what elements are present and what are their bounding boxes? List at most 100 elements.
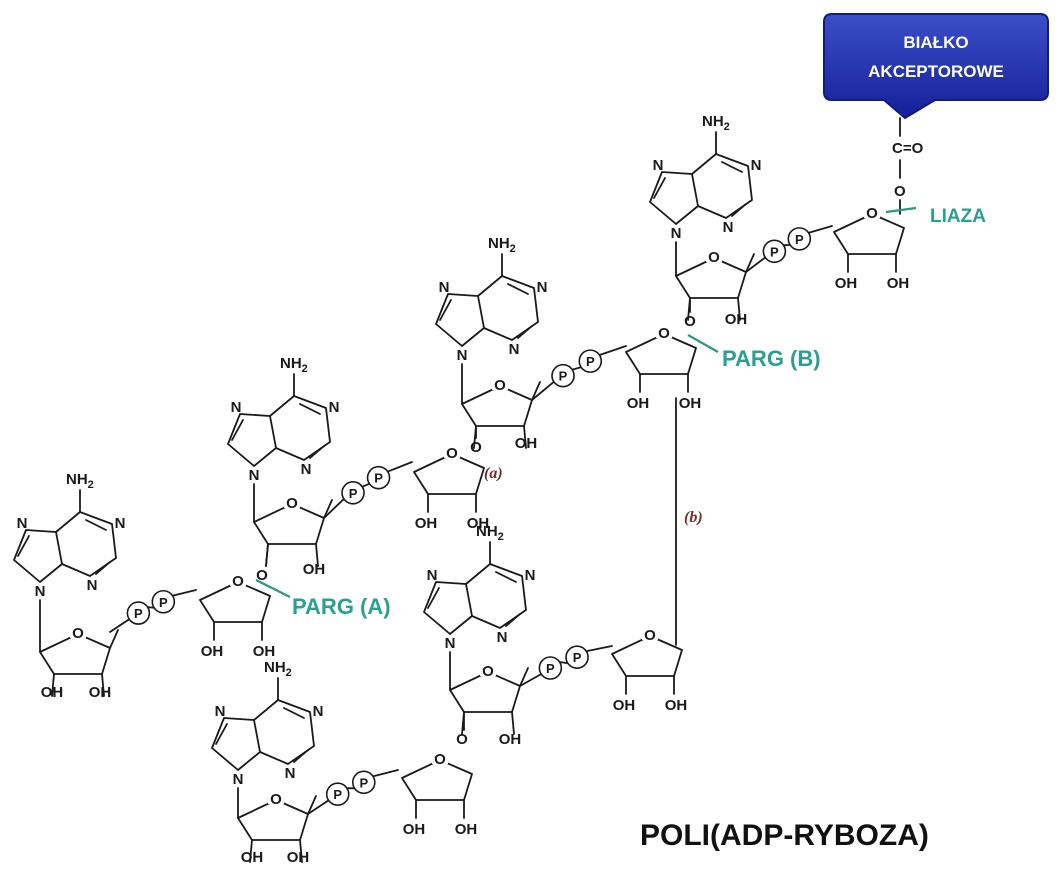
bond: [315, 543, 319, 567]
bond: [519, 673, 543, 687]
ring-oxygen-bg: [268, 790, 284, 804]
n9-atom: N: [457, 347, 468, 364]
phosphate-circle: [762, 239, 787, 264]
n9-atom: N: [671, 225, 682, 242]
phosphate-circle: [341, 480, 365, 505]
bond: [265, 543, 269, 567]
bond: [571, 366, 583, 371]
n9-atom: N: [445, 635, 456, 652]
bond: [283, 707, 305, 719]
phosphate-label: P: [333, 787, 342, 802]
hydroxyl: OH: [515, 435, 538, 452]
bond: [361, 482, 371, 488]
ring-oxygen-bg: [492, 376, 508, 390]
hydroxyl: OH: [499, 731, 522, 748]
n7-atom: N: [231, 399, 242, 416]
amine-group: NH2: [66, 471, 94, 491]
bond: [423, 581, 473, 635]
bond: [558, 661, 569, 665]
ring-oxygen: O: [286, 495, 298, 512]
phosphate-circle: [351, 770, 376, 795]
bond: [231, 419, 244, 441]
hydroxyl-3: OH: [455, 821, 478, 838]
ring-oxygen-bg: [444, 444, 460, 458]
bond: [731, 203, 747, 217]
phosphate-label: P: [795, 232, 804, 247]
ring-oxygen-bg: [642, 626, 658, 640]
carboxyl-linkage: C=O O: [892, 117, 924, 215]
n3-atom: N: [723, 219, 734, 236]
amine-subscript: 2: [498, 531, 504, 543]
bond: [807, 225, 833, 234]
bond: [386, 461, 413, 473]
bond: [269, 395, 331, 461]
n9-atom: N: [249, 467, 260, 484]
hydroxyl-3: OH: [665, 697, 688, 714]
phosphate-label: P: [349, 486, 358, 501]
ring-oxygen-bg: [656, 324, 672, 338]
glycosidic-oxygen: O: [456, 731, 468, 748]
phosphate-label: P: [546, 661, 555, 676]
bond: [653, 177, 666, 199]
ring-oxygen-bg: [284, 494, 300, 508]
badge-shape: [823, 13, 1049, 120]
hydroxyl: OH: [303, 561, 326, 578]
phosphate-label: P: [559, 369, 568, 384]
phosphate-circle: [366, 465, 391, 490]
glycosidic-oxygen: O: [256, 567, 268, 584]
bond: [477, 275, 539, 341]
bond: [249, 839, 253, 863]
liaza-label: LIAZA: [930, 206, 986, 227]
phosphate-label: P: [770, 244, 779, 259]
bond: [435, 293, 485, 347]
bond: [101, 673, 105, 697]
amine-subscript: 2: [724, 121, 730, 133]
bond: [523, 425, 527, 449]
bond: [519, 667, 529, 687]
hydroxyl-2: OH: [627, 395, 650, 412]
bond: [439, 299, 452, 321]
amine-group: NH2: [280, 355, 308, 375]
ring-oxygen: O: [708, 249, 720, 266]
bond: [253, 699, 315, 765]
glycosidic-oxygen: O: [470, 439, 482, 456]
amine-group: NH2: [264, 659, 292, 679]
hydroxyl: OH: [241, 849, 264, 866]
bond: [465, 563, 527, 629]
n3-atom: N: [301, 461, 312, 478]
bond: [531, 380, 555, 401]
n3-atom: N: [87, 577, 98, 594]
ester-oxygen: O: [894, 183, 906, 200]
bond: [171, 589, 197, 597]
bond: [85, 519, 107, 531]
bond: [55, 511, 117, 577]
n1-atom: N: [115, 515, 126, 532]
bond: [531, 381, 541, 401]
bond: [13, 529, 63, 583]
hydroxyl: OH: [725, 311, 748, 328]
bond: [309, 445, 325, 459]
ring-oxygen: O: [494, 377, 506, 394]
n3-atom: N: [497, 629, 508, 646]
bond: [215, 723, 228, 745]
ring-oxygen: O: [644, 627, 656, 644]
bond: [511, 711, 515, 735]
n1-atom: N: [751, 157, 762, 174]
hydroxyl-3: OH: [467, 515, 490, 532]
bond: [307, 795, 317, 815]
bond: [649, 171, 699, 225]
n1-atom: N: [313, 703, 324, 720]
bond: [507, 283, 529, 295]
bond: [495, 571, 517, 583]
hydroxyl-3: OH: [887, 275, 910, 292]
ring-oxygen: O: [232, 573, 244, 590]
enzyme-parg-a: PARG (A): [255, 579, 391, 619]
amine-subscript: 2: [302, 363, 308, 375]
hydroxyl-3: OH: [253, 643, 276, 660]
ring-oxygen: O: [658, 325, 670, 342]
phosphate-label: P: [359, 775, 368, 790]
bond: [721, 161, 743, 173]
